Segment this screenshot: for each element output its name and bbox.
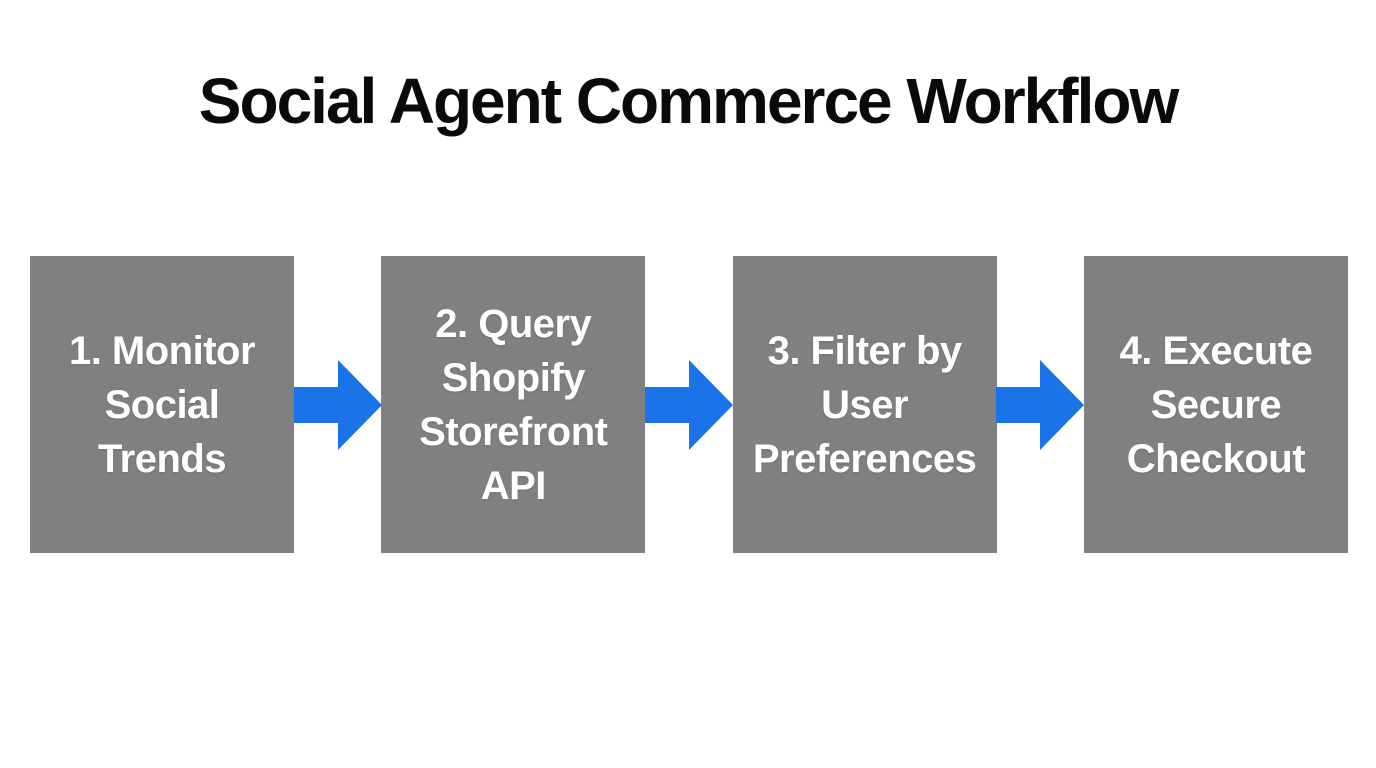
workflow-step-2-box: 2. Query Shopify Storefront API (381, 256, 646, 553)
workflow-step-4-box: 4. Execute Secure Checkout (1083, 256, 1348, 553)
arrow-right-icon (293, 359, 382, 450)
workflow-step-3-box: 3. Filter by User Preferences (732, 256, 997, 553)
arrow-right-icon (996, 359, 1085, 450)
workflow-step-1-box: 1. Monitor Social Trends (30, 256, 294, 553)
workflow-flow: 1. Monitor Social Trends 2. Query Shopif… (30, 256, 1348, 553)
arrow-right-icon (644, 359, 733, 450)
page-title: Social Agent Commerce Workflow (198, 65, 1179, 137)
